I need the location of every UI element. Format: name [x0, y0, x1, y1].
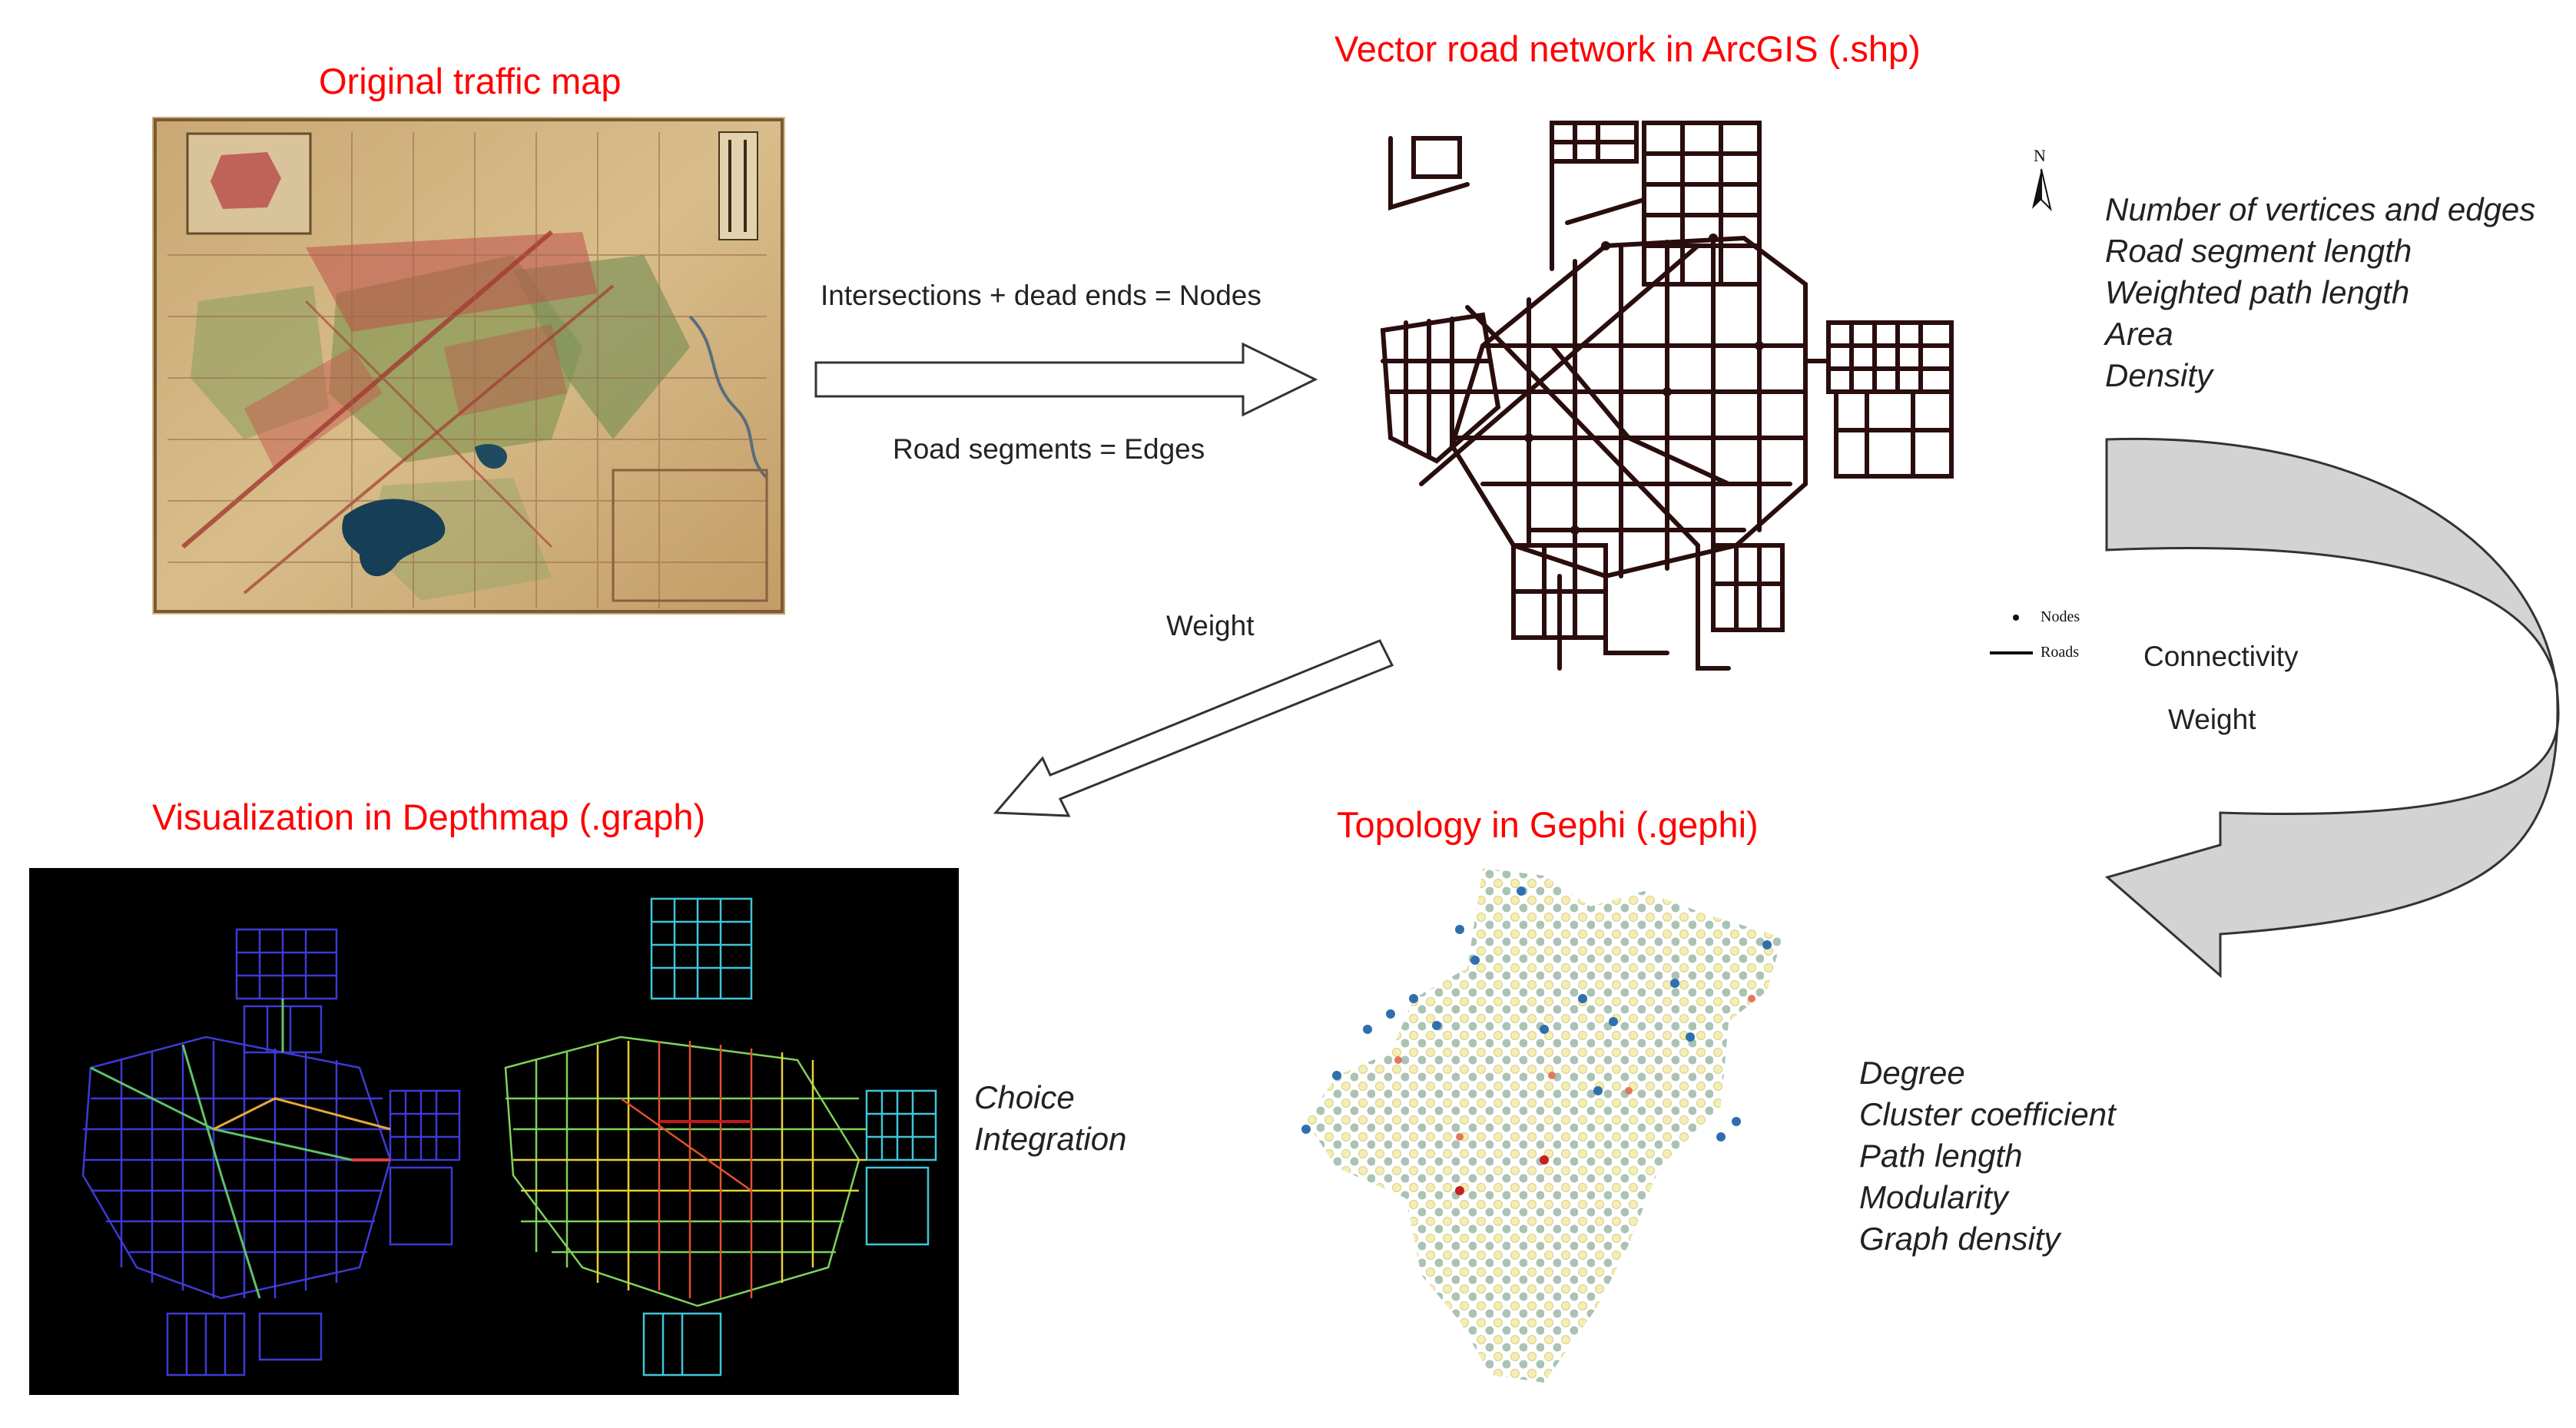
- metric-arcgis-item: Density: [2105, 357, 2213, 393]
- legend-roads-label: Roads: [2041, 644, 2079, 661]
- metric-arcgis-item: Number of vertices and edges: [2105, 191, 2536, 227]
- vector-road-network: [1375, 115, 2097, 684]
- title-gephi: Topology in Gephi (.gephi): [1337, 804, 1759, 845]
- label-weight-left: Weight: [1166, 610, 1255, 641]
- metric-depthmap-item: Integration: [974, 1121, 1127, 1157]
- arrow-map-to-network: [814, 342, 1318, 417]
- label-connectivity: Connectivity: [2143, 641, 2299, 672]
- metric-gephi-item: Cluster coefficient: [1859, 1096, 2116, 1132]
- metrics-arcgis: Number of vertices and edges Road segmen…: [2105, 189, 2535, 396]
- title-original-map: Original traffic map: [319, 61, 622, 101]
- legend-roads: Roads: [1990, 641, 2105, 664]
- metrics-gephi: Degree Cluster coefficient Path length M…: [1859, 1052, 2116, 1260]
- depthmap-visualization: [29, 868, 959, 1395]
- metric-depthmap-item: Choice: [974, 1079, 1075, 1115]
- label-weight-right: Weight: [2168, 704, 2256, 735]
- metrics-depthmap: Choice Integration: [974, 1077, 1126, 1160]
- legend-nodes-label: Nodes: [2041, 608, 2080, 625]
- metric-arcgis-item: Road segment length: [2105, 233, 2412, 269]
- legend-nodes: Nodes: [1997, 607, 2105, 630]
- label-nodes: Intersections + dead ends = Nodes: [821, 280, 1261, 311]
- metric-arcgis-item: Weighted path length: [2105, 274, 2410, 310]
- metric-gephi-item: Path length: [1859, 1138, 2023, 1174]
- original-traffic-map-image: [152, 117, 785, 615]
- gephi-topology: [1291, 845, 1805, 1398]
- metric-gephi-item: Modularity: [1859, 1179, 2008, 1215]
- arrow-network-to-depthmap: [993, 639, 1394, 817]
- metric-gephi-item: Graph density: [1859, 1221, 2060, 1257]
- north-label: N: [2034, 146, 2046, 165]
- metric-gephi-item: Degree: [1859, 1055, 1965, 1091]
- metric-arcgis-item: Area: [2105, 316, 2173, 352]
- label-edges: Road segments = Edges: [893, 433, 1205, 465]
- title-depthmap: Visualization in Depthmap (.graph): [152, 797, 706, 837]
- north-arrow: N: [2024, 146, 2058, 215]
- title-vector-network: Vector road network in ArcGIS (.shp): [1334, 28, 1921, 69]
